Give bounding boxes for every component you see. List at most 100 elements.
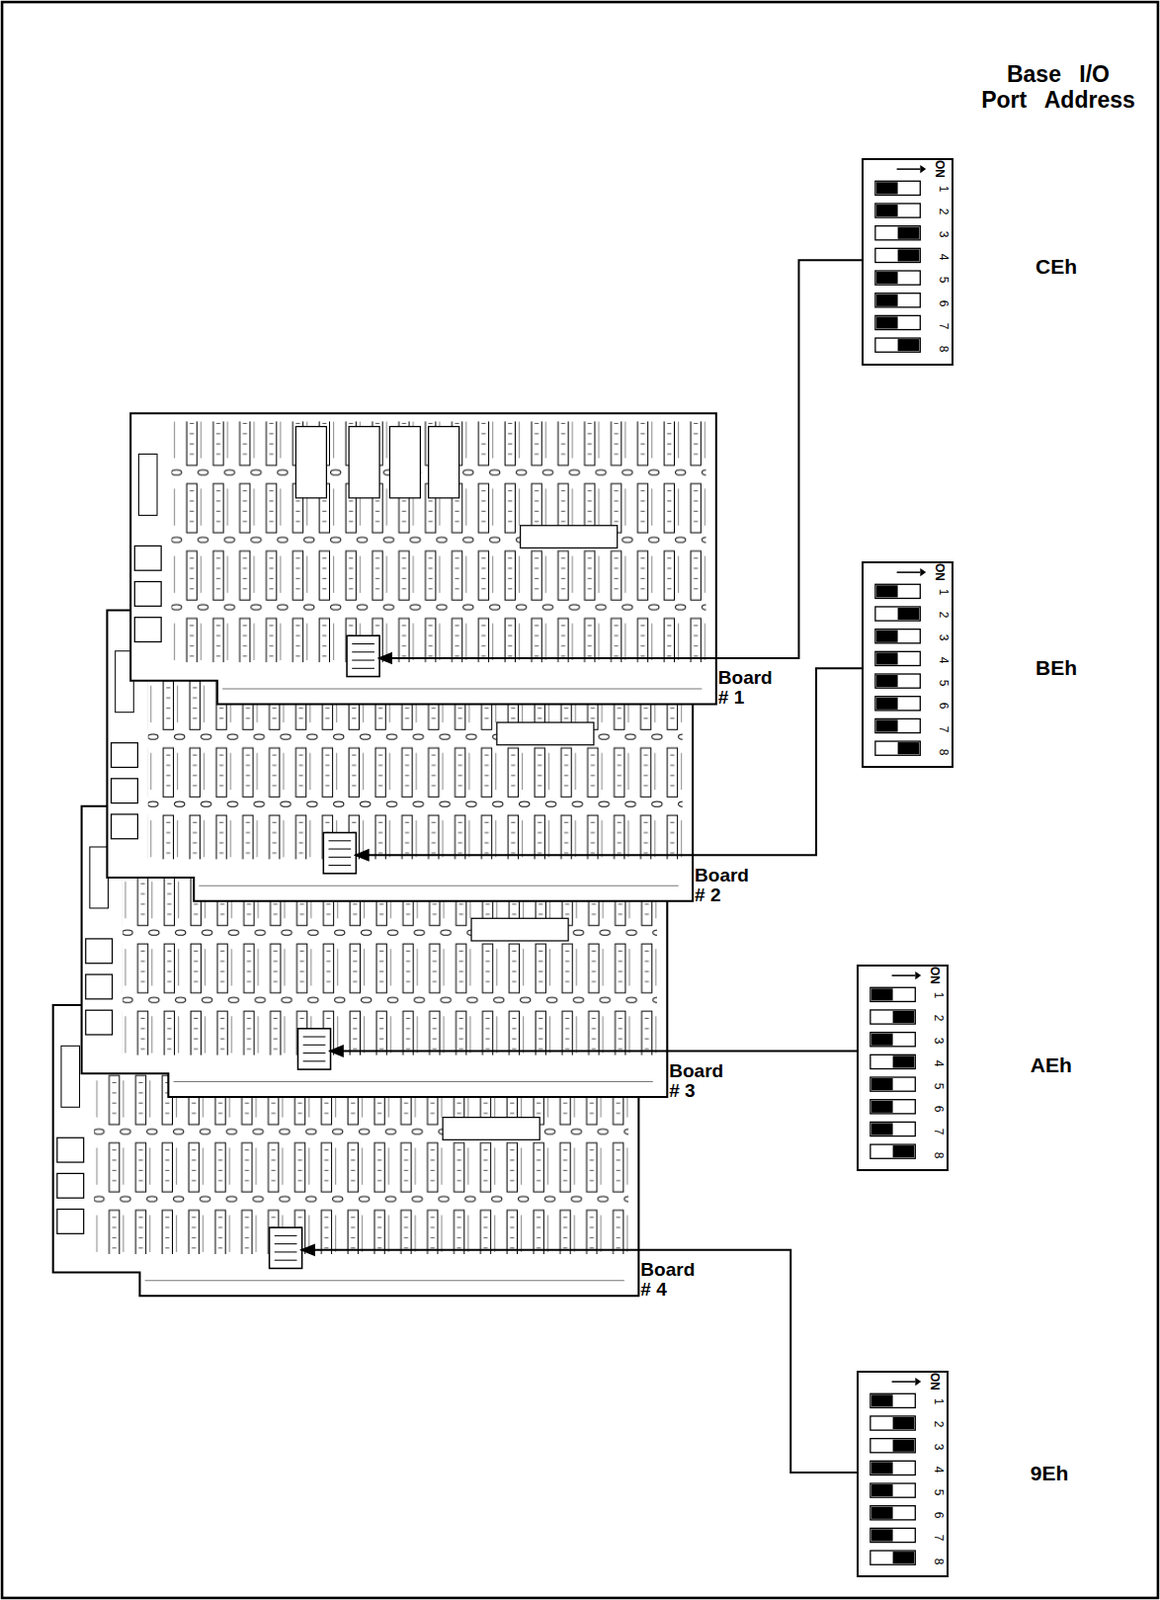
port-address: CEh <box>1035 254 1078 278</box>
toggle-slot <box>870 1504 915 1519</box>
toggle-slot <box>870 1054 915 1069</box>
switch-number: 8 <box>937 747 950 755</box>
leader-arrow <box>354 667 862 855</box>
toggle-lever <box>893 1145 915 1158</box>
toggle-slot <box>870 1437 915 1452</box>
toggle-lever <box>876 204 899 217</box>
switch-number: 3 <box>932 1443 945 1451</box>
toggle-lever <box>898 248 920 261</box>
toggle-slot <box>875 337 920 352</box>
dip-switch: ON12345678 <box>861 158 954 366</box>
toggle-slot <box>870 1144 915 1159</box>
switch-number: 8 <box>937 345 950 353</box>
toggle-lever <box>876 316 899 329</box>
board-label: Board # 3 <box>668 1061 733 1101</box>
switch-number: 2 <box>937 611 950 619</box>
switch-number: 8 <box>932 1151 945 1159</box>
toggle-lever <box>876 652 899 664</box>
toggle-lever <box>871 1394 894 1407</box>
toggle-slot <box>875 741 920 755</box>
switch-number: 1 <box>932 1397 945 1405</box>
board-label: Board # 2 <box>694 865 758 906</box>
switch-number: 5 <box>932 1082 945 1090</box>
switch-number: 4 <box>937 657 950 664</box>
toggle-lever <box>876 271 899 284</box>
switch-number: 1 <box>932 991 945 998</box>
toggle-slot <box>875 606 920 621</box>
switch-number: 8 <box>932 1557 945 1565</box>
toggle-slot <box>870 1393 915 1408</box>
switch-number: 4 <box>932 1060 945 1068</box>
toggle-slot <box>870 1550 915 1565</box>
switch-number: 7 <box>937 725 950 733</box>
toggle-lever <box>876 697 899 710</box>
on-label: ON <box>933 160 946 178</box>
toggle-slot <box>875 583 920 598</box>
circuit-board: Board # 4 <box>53 1004 640 1296</box>
on-label: ON <box>928 966 941 985</box>
toggle-slot <box>870 1415 915 1430</box>
dip-switch: ON12345678 <box>856 1370 949 1578</box>
switch-number: 2 <box>932 1419 945 1427</box>
toggle-slot <box>870 1527 915 1542</box>
toggle-lever <box>893 1438 915 1451</box>
toggle-lever <box>871 1099 894 1112</box>
toggle-slot <box>875 293 920 308</box>
switch-number: 1 <box>937 587 950 595</box>
toggle-slot <box>870 1483 915 1497</box>
circuit-board: Board # 1 <box>130 413 717 704</box>
switch-number: 2 <box>937 208 950 216</box>
toggle-lever <box>898 607 920 620</box>
dip-switch: ON12345678 <box>861 561 954 769</box>
switch-number: 2 <box>932 1013 945 1021</box>
toggle-lever <box>871 1461 894 1474</box>
switch-number: 5 <box>937 276 950 284</box>
switch-number: 3 <box>932 1037 945 1045</box>
toggle-lever <box>876 719 899 732</box>
toggle-slot <box>870 1031 915 1046</box>
toggle-lever <box>898 227 920 240</box>
leader-arrow <box>378 259 862 659</box>
toggle-lever <box>871 1528 894 1541</box>
toggle-slot <box>875 315 920 330</box>
on-arrow-head <box>920 165 927 173</box>
toggle-slot <box>875 248 920 262</box>
port-address: BEh <box>1035 656 1078 679</box>
toggle-slot <box>875 651 920 665</box>
switch-number: 6 <box>937 702 950 710</box>
toggle-lever <box>871 1122 894 1135</box>
on-arrow-head <box>915 971 922 980</box>
switch-number: 6 <box>937 299 950 307</box>
switch-number: 6 <box>932 1511 945 1519</box>
toggle-slot <box>875 718 920 733</box>
diagram-title: Base I/O Port Address <box>979 61 1138 114</box>
toggle-slot <box>875 696 920 711</box>
board-label: Board # 1 <box>718 667 782 708</box>
leader-arrow <box>330 1050 858 1053</box>
on-arrow <box>892 974 916 977</box>
toggle-slot <box>875 270 920 285</box>
toggle-lever <box>893 1416 915 1429</box>
toggle-slot <box>875 673 920 688</box>
toggle-lever <box>893 1551 915 1564</box>
toggle-lever <box>871 1077 894 1090</box>
port-address: AEh <box>1030 1053 1073 1077</box>
dip-switch: ON12345678 <box>856 964 949 1172</box>
toggle-lever <box>898 338 920 351</box>
toggle-lever <box>871 1505 894 1518</box>
switch-number: 7 <box>932 1534 945 1542</box>
toggle-lever <box>871 988 894 1000</box>
circuit-board: Board # 2 <box>106 609 693 901</box>
toggle-lever <box>893 1055 915 1068</box>
on-arrow <box>892 1380 916 1383</box>
on-arrow-head <box>920 568 927 577</box>
toggle-lever <box>876 630 899 643</box>
on-arrow <box>897 167 921 170</box>
board-label: Board # 4 <box>640 1259 704 1300</box>
toggle-lever <box>876 294 899 307</box>
switch-number: 3 <box>937 634 950 642</box>
switch-number: 3 <box>937 231 950 239</box>
on-arrow-head <box>915 1377 922 1386</box>
